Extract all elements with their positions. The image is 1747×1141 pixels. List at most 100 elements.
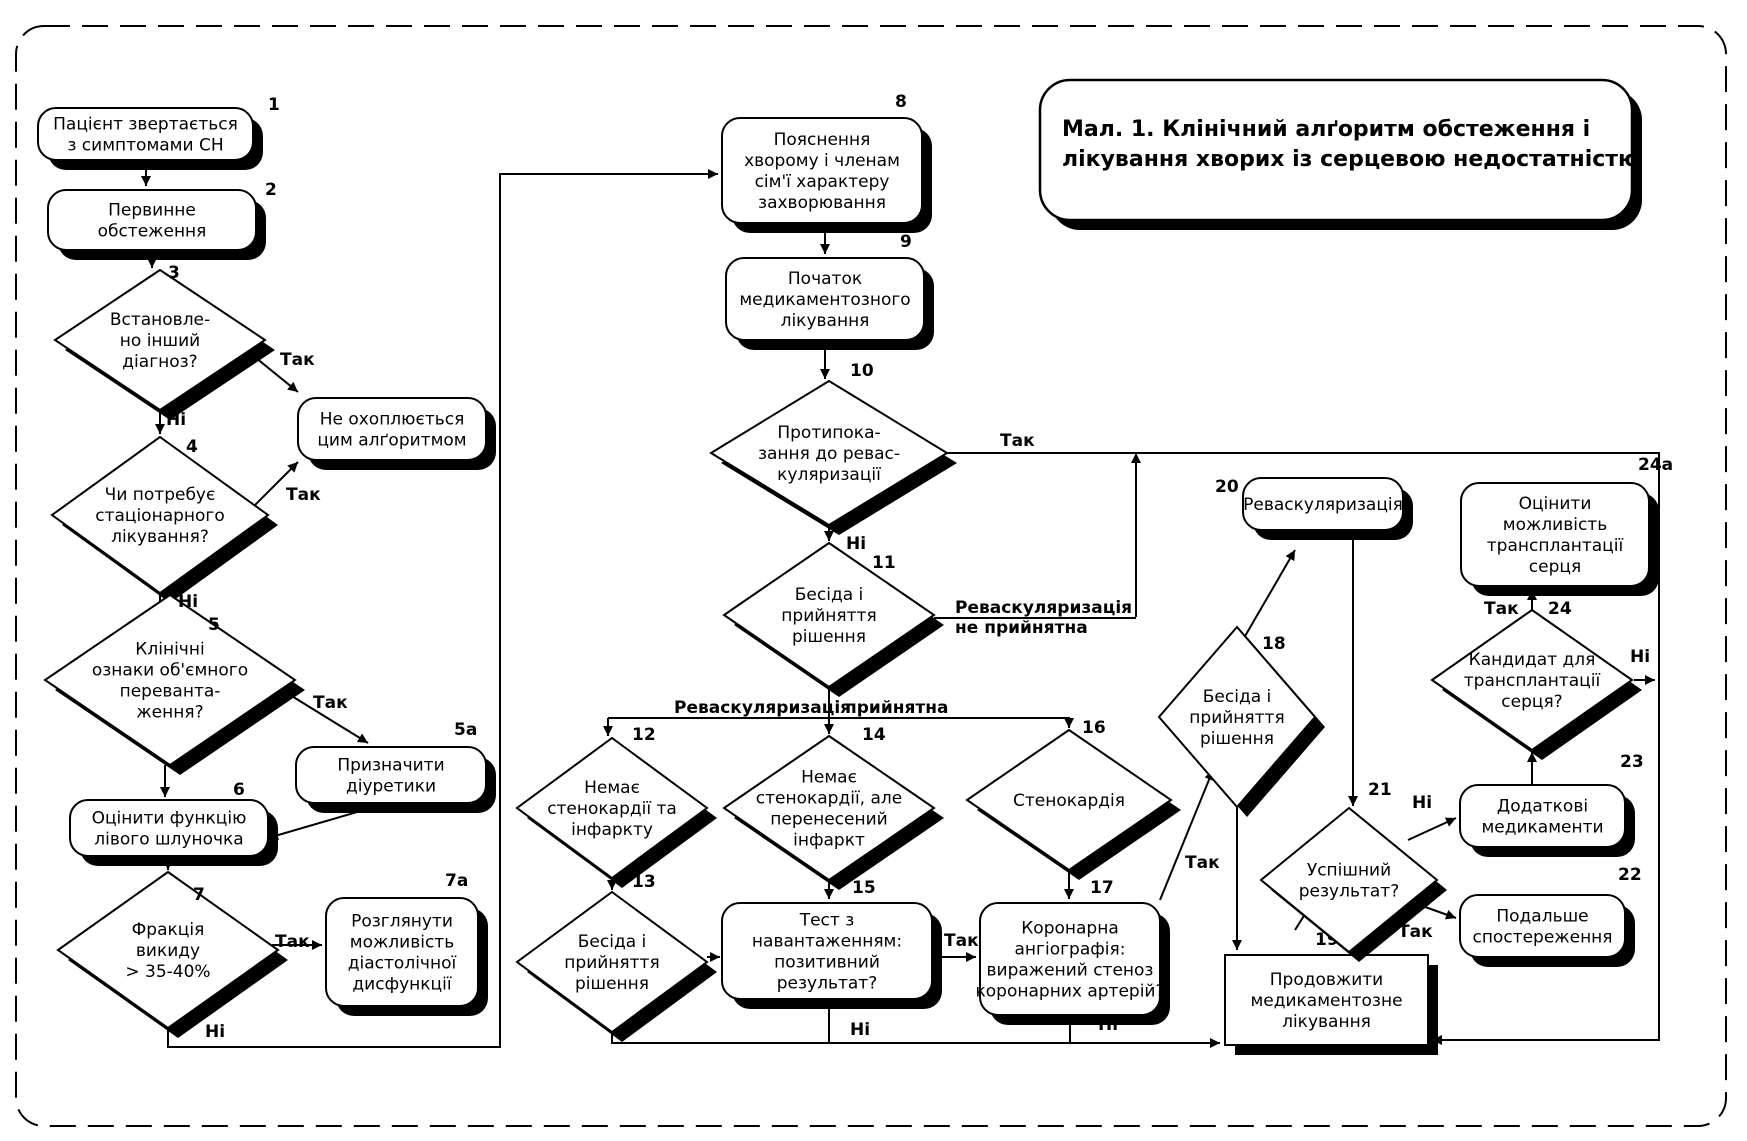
- title-line-2: лікування хворих із серцевою недостатніс…: [1062, 147, 1639, 172]
- node-n5-line: ження?: [136, 703, 203, 723]
- node-n18-number: 18: [1262, 634, 1286, 654]
- edge-connector: [1407, 817, 1457, 841]
- node-n6-number: 6: [233, 780, 245, 800]
- node-box: [47, 189, 257, 251]
- node-nx-line: Не охоплюється: [320, 410, 465, 430]
- node-n7-number: 7: [193, 885, 205, 905]
- node-n8-line: сім'ї характеру: [755, 172, 890, 192]
- node-n6-line: лівого шлуночка: [94, 830, 243, 850]
- node-n15-line: навантаженням:: [752, 932, 902, 952]
- node-n11-number: 11: [872, 553, 896, 573]
- node-n7a-line: Розглянути: [351, 912, 453, 932]
- node-n19-line: медикаментозне: [1250, 991, 1402, 1011]
- node-n24a-line: Оцінити: [1519, 494, 1592, 514]
- node-box: [1242, 477, 1404, 531]
- node-n24a-number: 24а: [1638, 455, 1673, 475]
- node-n3-line: діагноз?: [122, 352, 197, 372]
- node-n24-line: трансплантації: [1464, 671, 1601, 691]
- node-n14-line: стенокардії, але: [756, 789, 902, 809]
- node-box: [725, 257, 925, 341]
- decision-diamond: [515, 736, 709, 880]
- node-n7-line: > 35-40%: [125, 962, 210, 982]
- node-n3-line: Встановле-: [110, 310, 210, 330]
- edge-connector: [167, 169, 718, 1048]
- edge-label: не прийнятна: [955, 618, 1088, 638]
- node-n21-line: результат?: [1299, 882, 1399, 902]
- node-n12-line: стенокардії та: [547, 799, 677, 819]
- edge-label: Так: [1484, 599, 1519, 619]
- decision-diamond: [50, 435, 270, 595]
- edge-label: Так: [1000, 431, 1035, 451]
- node-n11-line: рішення: [792, 627, 866, 647]
- node-box: [1459, 894, 1626, 958]
- edge-label: Так: [1185, 853, 1220, 873]
- node-n15-number: 15: [852, 878, 876, 898]
- edge-connector: [249, 461, 299, 511]
- node-n1-line: Пацієнт звертається: [53, 115, 238, 135]
- node-n2-line: обстеження: [98, 222, 207, 242]
- decision-diamond: [965, 728, 1173, 872]
- node-n4-line: Чи потребує: [105, 485, 216, 505]
- edge-label: Ні: [1412, 793, 1432, 813]
- edge-label: Так: [1398, 922, 1433, 942]
- node-n4-line: лікування?: [111, 527, 209, 547]
- node-n24a-line: можливість: [1503, 515, 1607, 535]
- node-n12-number: 12: [632, 725, 656, 745]
- decision-diamond: [722, 734, 936, 882]
- node-n13-line: Бесіда і: [578, 932, 647, 952]
- node-n8-line: захворювання: [758, 193, 886, 213]
- node-n22-line: Подальше: [1496, 907, 1588, 927]
- decision-diamond: [43, 593, 297, 767]
- node-box: [297, 397, 487, 461]
- node-n17-line: Коронарна: [1021, 919, 1119, 939]
- node-n5-line: ознаки об'ємного: [92, 661, 248, 681]
- edge-label: Ні: [205, 1022, 225, 1042]
- node-n20-line: Реваскуляризація: [1243, 495, 1403, 515]
- edge-label: Реваскуляризація: [955, 598, 1132, 618]
- node-box: [1460, 482, 1650, 587]
- node-n4-line: стаціонарного: [95, 506, 225, 526]
- edge-label: прийнятна: [845, 698, 948, 718]
- node-n10-line: Протипока-: [777, 423, 880, 443]
- node-n15: Тест знавантаженням:позитивнийрезультат?…: [721, 878, 942, 1009]
- node-n7a-line: дисфункції: [352, 975, 451, 995]
- node-n19-line: Продовжити: [1270, 970, 1383, 990]
- node-box: [69, 799, 269, 857]
- node-n18-line: рішення: [1200, 729, 1274, 749]
- edge-label: Ні: [846, 534, 866, 554]
- node-n17-line: виражений стеноз: [987, 961, 1154, 981]
- decision-diamond: [1157, 625, 1317, 809]
- node-n14-number: 14: [862, 725, 886, 745]
- node-n15-line: позитивний: [774, 953, 880, 973]
- node-n7a-number: 7а: [445, 871, 468, 891]
- node-n17-line: коронарних артерій?: [976, 982, 1165, 1002]
- node-n20-number: 20: [1215, 477, 1239, 497]
- node-n17-number: 17: [1090, 878, 1114, 898]
- edge-connector: [611, 1032, 1220, 1048]
- node-n13-line: рішення: [575, 974, 649, 994]
- node-n5-number: 5: [208, 615, 220, 635]
- node-n7a-line: діастолічної: [348, 954, 457, 974]
- node-n13-line: прийняття: [564, 953, 659, 973]
- node-n5-line: Клінічні: [135, 640, 204, 660]
- node-box: [979, 902, 1161, 1016]
- edge-label: Ні: [1630, 647, 1650, 667]
- node-n9-line: Початок: [788, 269, 862, 289]
- decision-diamond: [56, 870, 280, 1030]
